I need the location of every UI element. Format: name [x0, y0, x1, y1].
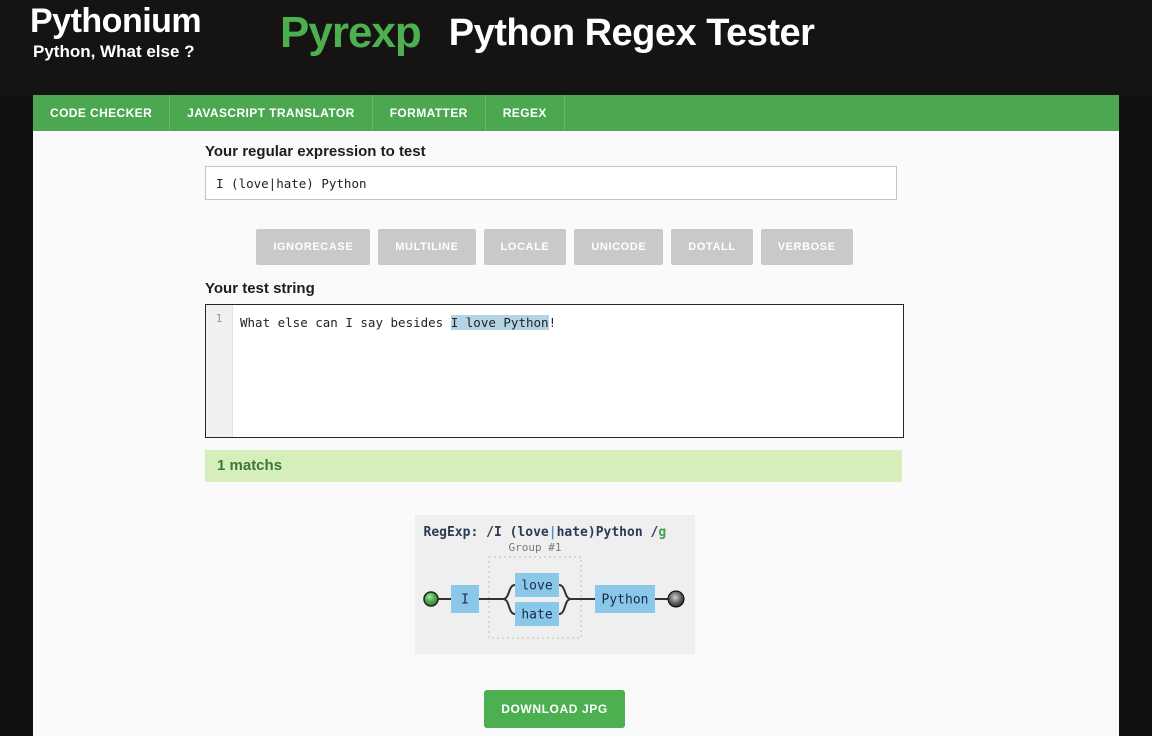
page-header: Pythonium Python, What else ? Pyrexp Pyt… — [0, 0, 1152, 95]
token-label-hate: hate — [521, 608, 552, 623]
regexp-title-pipe: | — [548, 525, 557, 540]
editor-gutter: 1 — [206, 305, 233, 437]
diagram-regexp-title: RegExp: /I (love|hate)Python /g — [415, 515, 695, 540]
main-container: CODE CHECKER JAVASCRIPT TRANSLATOR FORMA… — [33, 95, 1119, 736]
content-column: Your regular expression to test IGNORECA… — [205, 143, 904, 728]
test-string-line[interactable]: What else can I say besides I love Pytho… — [233, 305, 556, 437]
railroad-diagram: Group #1 — [422, 541, 684, 639]
download-section: DOWNLOAD JPG — [205, 690, 904, 728]
line-number: 1 — [215, 312, 223, 325]
nav-item-javascript-translator[interactable]: JAVASCRIPT TRANSLATOR — [170, 95, 373, 131]
nav-item-formatter[interactable]: FORMATTER — [373, 95, 486, 131]
token-box-python — [594, 585, 655, 613]
regex-flags-row: IGNORECASE MULTILINE LOCALE UNICODE DOTA… — [205, 229, 904, 265]
test-string-label: Your test string — [205, 280, 315, 297]
group-label: Group #1 — [508, 541, 561, 554]
regexp-title-prefix: RegExp: /I (love — [423, 525, 549, 540]
token-box-i — [450, 585, 479, 613]
flag-verbose-button[interactable]: VERBOSE — [760, 229, 853, 265]
text-before-match: What else can I say besides — [240, 315, 451, 330]
match-count-banner: 1 matchs — [205, 450, 902, 482]
regexp-title-flag: g — [658, 525, 667, 540]
end-node — [667, 590, 684, 608]
app-name: Pyrexp — [280, 8, 422, 57]
token-label-love: love — [521, 579, 552, 594]
rail-connectors — [437, 584, 668, 615]
site-logo-tagline: Python, What else ? — [33, 42, 195, 61]
site-logo-title[interactable]: Pythonium — [30, 2, 202, 40]
flag-ignorecase-button[interactable]: IGNORECASE — [256, 229, 371, 265]
flag-locale-button[interactable]: LOCALE — [483, 229, 567, 265]
start-node — [422, 591, 439, 607]
token-box-love — [514, 573, 559, 597]
regexp-title-rest: hate)Python / — [556, 525, 659, 540]
page-title-row: Pyrexp Python Regex Tester — [280, 8, 815, 58]
regex-section-label: Your regular expression to test — [205, 143, 426, 160]
regex-input[interactable] — [205, 166, 897, 200]
page-title: Python Regex Tester — [448, 11, 815, 54]
test-string-editor[interactable]: 1 What else can I say besides I love Pyt… — [205, 304, 904, 438]
token-label-python: Python — [601, 593, 648, 608]
nav-item-code-checker[interactable]: CODE CHECKER — [33, 95, 171, 131]
text-after-match: ! — [548, 315, 557, 330]
flag-multiline-button[interactable]: MULTILINE — [378, 229, 476, 265]
match-highlight: I love Python — [450, 315, 549, 330]
flag-dotall-button[interactable]: DOTALL — [671, 229, 753, 265]
download-jpg-button[interactable]: DOWNLOAD JPG — [484, 690, 625, 728]
flag-unicode-button[interactable]: UNICODE — [574, 229, 664, 265]
group-box-outline — [488, 556, 581, 639]
site-logo[interactable]: Pythonium Python, What else ? — [30, 0, 280, 62]
regex-diagram-panel: RegExp: /I (love|hate)Python /g Group #1 — [414, 515, 695, 654]
main-nav: CODE CHECKER JAVASCRIPT TRANSLATOR FORMA… — [33, 95, 1119, 131]
nav-item-regex[interactable]: REGEX — [486, 95, 565, 131]
token-box-hate — [514, 602, 559, 626]
token-label-i: I — [461, 593, 469, 608]
